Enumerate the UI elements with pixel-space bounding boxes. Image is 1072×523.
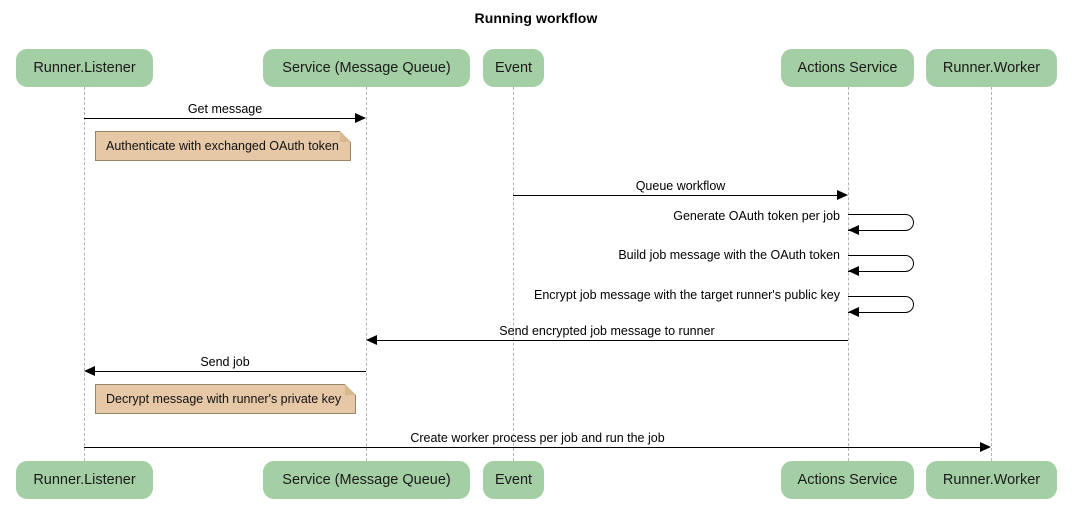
note-decrypt: Decrypt message with runner's private ke… xyxy=(95,384,356,414)
participant-runner-listener-top[interactable]: Runner.Listener xyxy=(16,49,153,87)
message-loop-encrypt-job-message xyxy=(848,296,914,313)
message-label-encrypt-job-message: Encrypt job message with the target runn… xyxy=(533,288,840,302)
lifeline-event xyxy=(513,87,514,461)
lifeline-runner-listener xyxy=(84,87,85,461)
participant-label: Runner.Worker xyxy=(942,60,1041,76)
note-text: Decrypt message with runner's private ke… xyxy=(106,392,342,406)
participant-actions-service-bottom[interactable]: Actions Service xyxy=(781,461,914,499)
message-line-send-job xyxy=(95,371,366,372)
arrow-head-send-encrypted-job-message xyxy=(366,335,377,345)
participant-label: Actions Service xyxy=(797,472,898,488)
participant-event-top[interactable]: Event xyxy=(483,49,544,87)
participant-label: Event xyxy=(494,60,533,76)
participant-service-message-queue-bottom[interactable]: Service (Message Queue) xyxy=(263,461,470,499)
participant-runner-worker-top[interactable]: Runner.Worker xyxy=(926,49,1057,87)
arrow-head-send-job xyxy=(84,366,95,376)
arrow-head-generate-oauth-token xyxy=(848,225,859,235)
message-label-send-encrypted-job-message: Send encrypted job message to runner xyxy=(499,324,715,338)
participant-label: Runner.Worker xyxy=(942,472,1041,488)
arrow-head-create-worker-process xyxy=(980,442,991,452)
note-fold-icon xyxy=(345,384,356,395)
lifeline-runner-worker xyxy=(991,87,992,461)
message-label-create-worker-process: Create worker process per job and run th… xyxy=(410,431,665,445)
message-label-queue-workflow: Queue workflow xyxy=(635,179,726,193)
message-line-get-message xyxy=(84,118,356,119)
message-label-get-message: Get message xyxy=(187,102,263,116)
message-line-queue-workflow xyxy=(513,195,838,196)
participant-label: Service (Message Queue) xyxy=(282,472,451,488)
participant-service-message-queue-top[interactable]: Service (Message Queue) xyxy=(263,49,470,87)
message-label-build-job-message: Build job message with the OAuth token xyxy=(618,248,840,262)
participant-label: Event xyxy=(494,472,533,488)
message-label-generate-oauth-token: Generate OAuth token per job xyxy=(673,209,840,223)
arrow-head-encrypt-job-message xyxy=(848,307,859,317)
participant-label: Service (Message Queue) xyxy=(282,60,451,76)
note-text: Authenticate with exchanged OAuth token xyxy=(106,139,339,153)
note-authenticate: Authenticate with exchanged OAuth token xyxy=(95,131,351,161)
lifeline-service-message-queue xyxy=(366,87,367,461)
participant-label: Actions Service xyxy=(797,60,898,76)
participant-runner-worker-bottom[interactable]: Runner.Worker xyxy=(926,461,1057,499)
arrow-head-build-job-message xyxy=(848,266,859,276)
note-fold-icon xyxy=(340,131,351,142)
message-loop-generate-oauth-token xyxy=(848,214,914,231)
message-line-create-worker-process xyxy=(84,447,981,448)
participant-runner-listener-bottom[interactable]: Runner.Listener xyxy=(16,461,153,499)
arrow-head-get-message xyxy=(355,113,366,123)
message-label-send-job: Send job xyxy=(200,355,250,369)
participant-event-bottom[interactable]: Event xyxy=(483,461,544,499)
arrow-head-queue-workflow xyxy=(837,190,848,200)
participant-actions-service-top[interactable]: Actions Service xyxy=(781,49,914,87)
participant-label: Runner.Listener xyxy=(33,60,136,76)
diagram-title: Running workflow xyxy=(474,10,598,26)
message-line-send-encrypted-job-message xyxy=(377,340,848,341)
message-loop-build-job-message xyxy=(848,255,914,272)
participant-label: Runner.Listener xyxy=(33,472,136,488)
